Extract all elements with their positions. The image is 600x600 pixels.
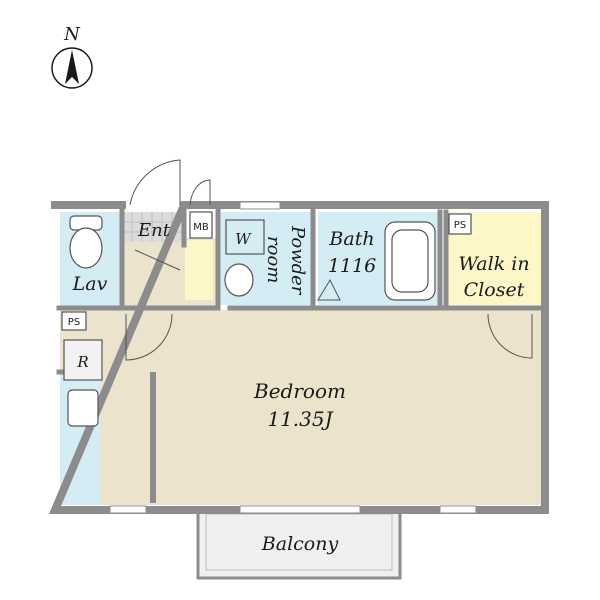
north-arrow-icon xyxy=(65,50,79,84)
tile-grid xyxy=(122,212,184,242)
balcony-area xyxy=(196,508,402,580)
door-swings xyxy=(125,159,533,361)
bedroom-size: 11.35J xyxy=(267,407,333,431)
hall-door-line xyxy=(134,249,181,271)
fixtures xyxy=(61,211,472,427)
toilet-bowl-icon xyxy=(69,227,103,269)
window-4 xyxy=(239,201,281,210)
compass-label: N xyxy=(63,24,81,45)
mb-door-swing xyxy=(189,179,211,206)
mb-box xyxy=(189,211,213,239)
lav-door-swing xyxy=(125,313,173,361)
closet-door-swing xyxy=(487,313,533,359)
powder-label-line1: Powder xyxy=(287,225,308,296)
window-3 xyxy=(439,505,477,514)
bathtub-icon xyxy=(384,221,436,301)
sink-icon xyxy=(224,263,254,297)
storage-floor xyxy=(185,240,213,300)
labels: Bedroom 11.35J Bath 1116 Walk in Closet … xyxy=(68,220,530,555)
balcony-label: Balcony xyxy=(261,533,339,555)
walk-in-label: Walk in xyxy=(458,253,529,275)
balcony xyxy=(196,508,402,580)
ent-label: Ent xyxy=(137,220,171,241)
powder-label-line2: room xyxy=(263,236,284,283)
bedroom-label: Bedroom xyxy=(253,379,346,403)
closet-label: Closet xyxy=(464,279,525,301)
fridge-icon xyxy=(63,339,103,381)
washer-icon xyxy=(225,219,265,255)
ps-top-box xyxy=(448,213,472,235)
ps-left-box xyxy=(61,311,87,331)
bedroom-floor xyxy=(60,310,545,505)
mb-label: MB xyxy=(193,222,209,233)
ps-left-label: PS xyxy=(68,317,80,328)
fridge-label: R xyxy=(76,353,88,371)
bath-label: Bath xyxy=(328,228,374,250)
tub-inner xyxy=(391,229,429,293)
compass-circle xyxy=(51,47,93,89)
bath-door xyxy=(317,278,341,301)
bath-size: 1116 xyxy=(328,255,376,277)
entrance-door-swing xyxy=(129,159,181,206)
kitchen-sink-icon xyxy=(67,389,99,427)
window-2 xyxy=(239,505,361,514)
ps-top-label: PS xyxy=(454,220,466,231)
windows xyxy=(109,201,477,514)
washer-label: W xyxy=(235,230,252,248)
lav-label: Lav xyxy=(72,273,108,295)
compass: N xyxy=(51,24,93,89)
window-1 xyxy=(109,505,147,514)
